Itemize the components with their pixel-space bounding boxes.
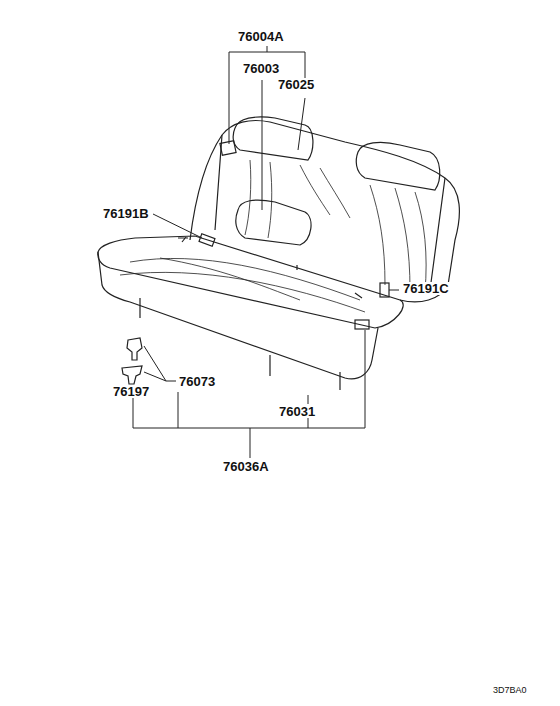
seat-pleats	[120, 160, 426, 312]
bolt-right	[380, 283, 389, 297]
callout-number: 76004A	[237, 30, 285, 43]
callout-number: 76197	[112, 385, 150, 398]
headrest-right	[356, 142, 439, 190]
callout-number: 76191B	[102, 207, 150, 220]
drawing-code: 3D7BA0	[492, 686, 528, 695]
cushion-hooks	[140, 298, 340, 390]
armrest	[236, 200, 311, 245]
callout-number: 76025	[277, 78, 315, 91]
callout-number: 76036A	[222, 460, 270, 473]
headrest-left	[233, 117, 313, 160]
bolt-left	[199, 234, 215, 246]
clip-76073	[127, 338, 142, 360]
cushion-top	[98, 236, 403, 328]
brackets	[178, 237, 362, 298]
callout-number: 76073	[178, 375, 216, 388]
cushion-clip	[355, 320, 369, 329]
callout-number: 76031	[278, 405, 316, 418]
callout-number: 76003	[242, 62, 280, 75]
seat-tag	[220, 141, 236, 156]
callout-number: 76191C	[402, 282, 450, 295]
clip-76197	[122, 366, 142, 384]
leader-lines	[133, 46, 399, 458]
